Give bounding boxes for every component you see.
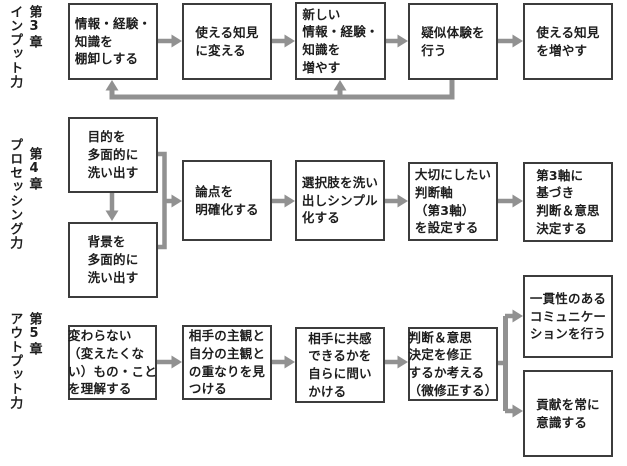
- flow-box-text: 論点を 明確化する: [195, 183, 259, 217]
- flow-box-increase-new-knowledge: 新しい 情報・経験・ 知識を 増やす: [295, 2, 386, 80]
- chapter-label: 第5章: [26, 312, 42, 356]
- flow-box-text: 目的を 多面的に 洗い出す: [87, 129, 139, 180]
- flow-box-text: 大切にしたい 判断軸 （第3軸） を設定する: [414, 167, 492, 236]
- flow-box-inventory-knowledge: 情報・経験・ 知識を 棚卸しする: [68, 3, 158, 80]
- skill-label: プロセッシング力: [7, 138, 23, 250]
- arrow-r2-4to5: [498, 194, 523, 208]
- flow-box-text: 使える知見 を増やす: [536, 24, 600, 58]
- arrow-r2-2to3: [272, 194, 295, 208]
- chapter-label: 第4章: [26, 147, 42, 191]
- skill-label: インプット力: [7, 5, 23, 89]
- flow-box-text: 第3軸に 基づき 判断＆意思 決定する: [536, 167, 600, 236]
- row-label-chapter5-output: 第5章 アウトプット力: [6, 312, 42, 410]
- arrow-r3-2to3: [272, 355, 295, 369]
- arrow-r2-3to4: [385, 194, 408, 208]
- flow-box-simulated-experience: 疑似体験を 行う: [408, 3, 498, 80]
- flow-box-text: 相手の主観と 自分の主観と の重なりを見 つける: [188, 328, 266, 397]
- arrow-r1-3to4: [386, 34, 408, 48]
- flow-box-text: 疑似体験を 行う: [421, 24, 485, 58]
- arrow-r1-feedback-loop: [105, 79, 455, 100]
- arrow-r3-1to2: [157, 355, 182, 369]
- arrow-r2-purpose-to-background: [105, 193, 119, 221]
- flow-box-text: 貢献を常に 意識する: [536, 396, 600, 430]
- flow-box-text: 背景を 多面的に 洗い出す: [87, 234, 139, 285]
- flow-box-set-third-axis: 大切にしたい 判断軸 （第3軸） を設定する: [408, 162, 498, 241]
- flow-box-simplify-options: 選択肢を洗い 出しシンプル 化する: [295, 160, 385, 241]
- chapter-label: 第3章: [26, 5, 42, 49]
- flow-box-text: 変わらない （変えたくな い）もの・こと を理解する: [68, 328, 157, 397]
- flow-box-understand-unchanging: 変わらない （変えたくな い）もの・こと を理解する: [68, 325, 157, 400]
- flow-box-ask-empathy: 相手に共感 できるかを 自らに問い かける: [295, 327, 385, 403]
- flow-box-find-overlap-of-views: 相手の主観と 自分の主観と の重なりを見 つける: [182, 325, 272, 400]
- flow-box-decide-by-third-axis: 第3軸に 基づき 判断＆意思 決定する: [523, 162, 613, 242]
- flow-box-text: 使える知見 に変える: [195, 24, 259, 58]
- flow-box-text: 情報・経験・ 知識を 棚卸しする: [74, 15, 152, 67]
- flow-box-consistent-communication: 一貫性のある コミュニケー ションを行う: [523, 275, 613, 358]
- flow-box-text: 相手に共感 できるかを 自らに問い かける: [308, 330, 372, 399]
- flow-box-identify-purpose: 目的を 多面的に 洗い出す: [68, 117, 158, 193]
- skill-label: アウトプット力: [7, 312, 23, 410]
- arrow-r1-4to5: [498, 34, 523, 48]
- flow-box-text: 新しい 情報・経験・ 知識を 増やす: [302, 6, 379, 75]
- flow-box-always-aware-of-contribution: 貢献を常に 意識する: [523, 370, 613, 457]
- row-label-chapter3-input: 第3章 インプット力: [6, 5, 42, 89]
- connector-r2-merge-bracket: [157, 151, 182, 250]
- flow-box-text: 選択肢を洗い 出しシンプル 化する: [301, 174, 379, 226]
- flow-box-identify-background: 背景を 多面的に 洗い出す: [68, 222, 158, 298]
- flow-box-text: 一貫性のある コミュニケー ションを行う: [529, 290, 607, 342]
- flow-box-clarify-issues: 論点を 明確化する: [182, 160, 272, 241]
- flow-box-text: 判断＆意思 決定を修正 するか考える （微修正する）: [408, 329, 498, 398]
- flow-box-increase-usable-insight: 使える知見 を増やす: [523, 3, 613, 80]
- arrow-r1-2to3: [272, 34, 295, 48]
- row-label-chapter4-processing: 第4章 プロセッシング力: [6, 138, 42, 250]
- arrow-r3-3to4: [385, 355, 408, 369]
- flow-box-turn-into-usable-insight: 使える知見 に変える: [182, 3, 272, 80]
- flow-box-consider-revising-decision: 判断＆意思 決定を修正 するか考える （微修正する）: [408, 327, 498, 401]
- arrow-r1-1to2: [157, 34, 182, 48]
